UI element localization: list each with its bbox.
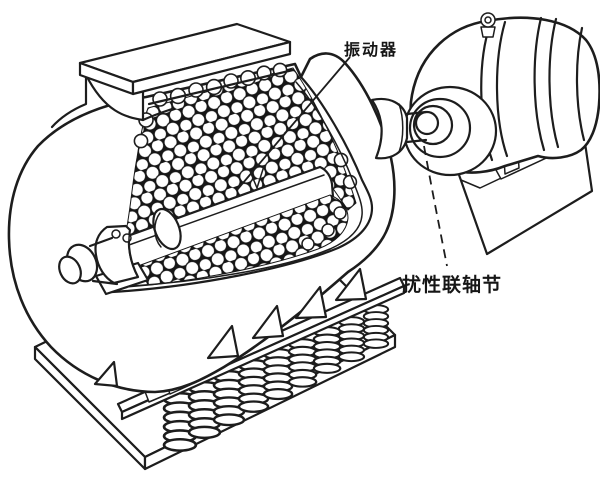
drive-shaft-stub	[58, 236, 119, 286]
ball-charge-upper	[123, 67, 357, 242]
gusset-brackets	[93, 267, 368, 388]
eyebolt-icon	[480, 12, 496, 38]
flexible-coupling	[370, 97, 428, 160]
ball-silhouette-lower	[301, 206, 347, 251]
label-vibrator: 振动器	[344, 42, 399, 59]
label-flexible-coupling: 扰性联轴节	[402, 275, 503, 296]
motor	[402, 12, 600, 177]
shell-cut-lip	[110, 68, 374, 294]
mill-drum	[7, 52, 396, 394]
leader-lines	[236, 56, 448, 267]
cover-plate	[50, 22, 292, 129]
